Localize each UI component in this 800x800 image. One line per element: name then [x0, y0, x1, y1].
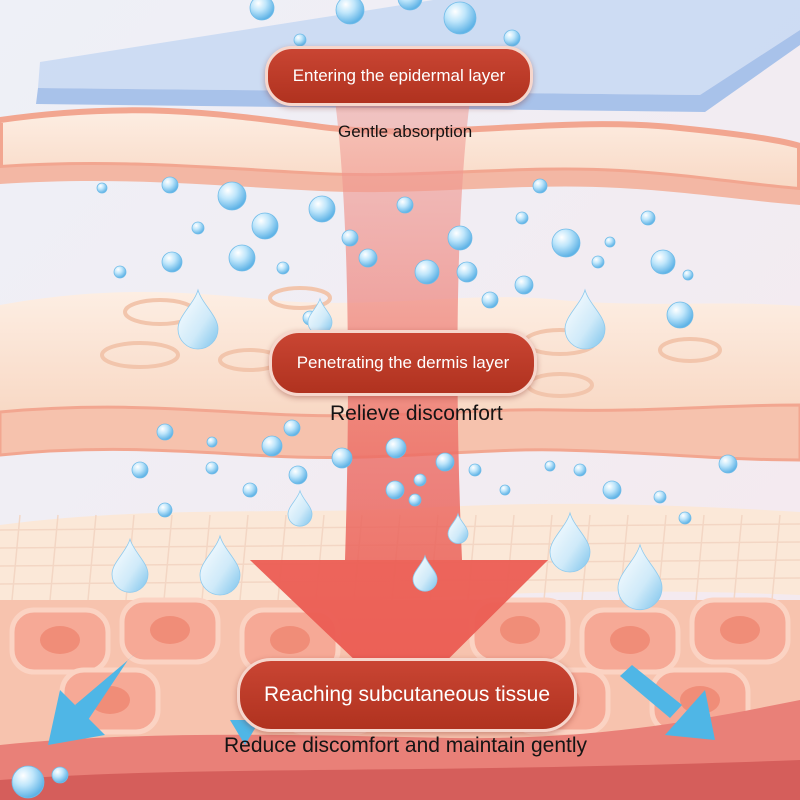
- serum-bubble: [435, 452, 455, 472]
- serum-bubble: [217, 181, 247, 211]
- serum-bubble: [51, 766, 69, 784]
- serum-droplet: [111, 537, 149, 593]
- epidermis-film-edge: [36, 30, 800, 112]
- serum-bubble: [591, 255, 605, 269]
- serum-bubble: [408, 493, 422, 507]
- serum-bubble: [249, 0, 275, 21]
- grid-line: [695, 514, 705, 601]
- serum-bubble: [414, 259, 440, 285]
- serum-bubble: [413, 473, 427, 487]
- spread-arrow-right: [620, 665, 715, 740]
- serum-droplet: [287, 489, 313, 527]
- cell-nucleus: [610, 626, 650, 654]
- serum-bubble: [515, 211, 529, 225]
- serum-bubble: [653, 490, 667, 504]
- serum-bubble: [443, 1, 477, 35]
- serum-bubble: [205, 461, 219, 475]
- serum-bubble: [481, 291, 499, 309]
- serum-bubble: [261, 435, 283, 457]
- serum-bubble: [718, 454, 738, 474]
- stage-label-dermis: Penetrating the dermis layer: [269, 330, 537, 396]
- serum-bubble: [293, 33, 307, 47]
- grid-line: [771, 514, 781, 601]
- serum-bubble: [96, 182, 108, 194]
- serum-bubble: [602, 480, 622, 500]
- serum-bubble: [397, 0, 423, 11]
- cell-nucleus: [270, 626, 310, 654]
- serum-bubble: [456, 261, 478, 283]
- serum-bubble: [503, 29, 521, 47]
- serum-bubble: [206, 436, 218, 448]
- serum-bubble: [288, 465, 308, 485]
- serum-droplet: [412, 554, 438, 592]
- grid-line: [239, 514, 249, 601]
- cell-nucleus: [500, 616, 540, 644]
- serum-bubble: [242, 482, 258, 498]
- serum-bubble: [551, 228, 581, 258]
- cell-nucleus: [150, 616, 190, 644]
- stage-label-epidermal: Entering the epidermal layer: [265, 46, 533, 106]
- serum-bubble: [447, 225, 473, 251]
- serum-bubble: [251, 212, 279, 240]
- serum-bubble: [650, 249, 676, 275]
- serum-bubbles: [11, 0, 738, 799]
- serum-bubble: [666, 301, 694, 329]
- serum-bubble: [161, 251, 183, 273]
- serum-bubble: [283, 419, 301, 437]
- grid-line: [543, 514, 553, 601]
- serum-droplet: [177, 288, 219, 350]
- penetration-beam: [250, 100, 548, 705]
- cell-nucleus: [40, 626, 80, 654]
- serum-bubble: [161, 176, 179, 194]
- serum-bubble: [532, 178, 548, 194]
- stage-caption-subcutaneous: Reduce discomfort and maintain gently: [224, 734, 588, 757]
- stage-caption-epidermal: Gentle absorption: [338, 122, 473, 141]
- serum-bubble: [573, 463, 587, 477]
- serum-bubble: [11, 765, 45, 799]
- serum-droplet: [549, 511, 591, 573]
- serum-droplet: [617, 543, 663, 611]
- serum-bubble: [385, 480, 405, 500]
- dermis-cell: [100, 341, 180, 369]
- serum-bubble: [385, 437, 407, 459]
- spread-arrow-left: [48, 650, 140, 745]
- serum-droplet: [447, 512, 469, 544]
- serum-bubble: [514, 275, 534, 295]
- serum-bubble: [640, 210, 656, 226]
- serum-droplet: [564, 288, 606, 350]
- serum-bubble: [468, 463, 482, 477]
- serum-bubble: [678, 511, 692, 525]
- serum-droplet: [199, 534, 241, 596]
- serum-bubble: [156, 423, 174, 441]
- serum-bubble: [396, 196, 414, 214]
- serum-bubble: [604, 236, 616, 248]
- serum-bubble: [191, 221, 205, 235]
- deep-tissue-lower: [0, 760, 800, 800]
- penetration-arrowhead: [250, 560, 548, 705]
- serum-bubble: [157, 502, 173, 518]
- grid-line: [733, 514, 743, 601]
- serum-bubble: [499, 484, 511, 496]
- serum-bubble: [113, 265, 127, 279]
- serum-bubble: [358, 248, 378, 268]
- dermis-cell: [658, 337, 722, 363]
- serum-bubble: [276, 261, 290, 275]
- serum-bubble: [682, 269, 694, 281]
- serum-bubble: [335, 0, 365, 25]
- serum-bubble: [341, 229, 359, 247]
- serum-bubble: [544, 460, 556, 472]
- serum-bubble: [131, 461, 149, 479]
- serum-bubble: [331, 447, 353, 469]
- serum-bubble: [228, 244, 256, 272]
- serum-droplets: [111, 288, 663, 611]
- cell-nucleus: [720, 616, 760, 644]
- stage-label-subcutaneous: Reaching subcutaneous tissue: [237, 658, 577, 732]
- stage-caption-dermis: Relieve discomfort: [330, 402, 503, 425]
- serum-bubble: [308, 195, 336, 223]
- dermis-cell: [268, 286, 332, 310]
